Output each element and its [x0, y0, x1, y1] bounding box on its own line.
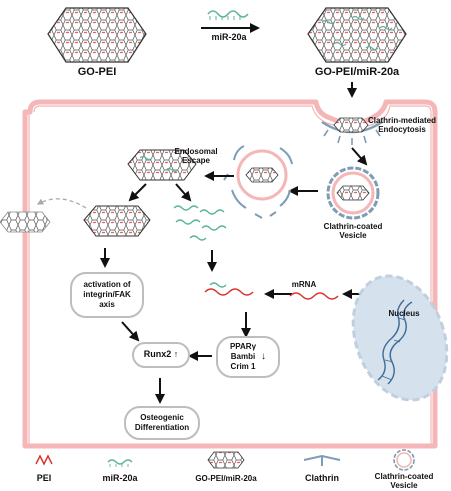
arrow-to-mir: [175, 183, 192, 202]
mir-20a-strand-top: [207, 10, 249, 20]
go-pei-released: [83, 205, 151, 237]
mir-20a-top-label: miR-20a: [211, 32, 247, 42]
legend-complex-label: GO-PEI/miR-20a: [195, 474, 257, 483]
go-pei-mir-complex-sheet: [307, 7, 407, 63]
clathrin-coated-vesicle: [326, 166, 380, 220]
mrna-bound: [204, 282, 254, 296]
targets-box: PPARγ Bambi Crim 1 ↓: [216, 336, 280, 378]
legend-complex-icon: [207, 451, 245, 469]
go-pei-label: GO-PEI: [77, 66, 117, 78]
legend-pei-icon: [35, 454, 53, 466]
endosome: [223, 145, 293, 219]
arrow-to-gopei: [128, 183, 147, 202]
osteogenic-box: Osteogenic Differentiation: [124, 406, 200, 440]
legend-clathrin-label: Clathrin: [304, 473, 340, 483]
legend-mir-label: miR-20a: [102, 473, 138, 483]
legend-vesicle-label: Clathrin-coated Vesicle: [374, 472, 434, 491]
clathrin-vesicle-label: Clathrin-coated Vesicle: [323, 222, 383, 241]
endosomal-escape-label: Endosomal Escape: [174, 147, 218, 166]
mrna-label: mRNA: [291, 280, 317, 289]
legend-mir-icon: [107, 459, 133, 467]
dashed-arrow-exit: [36, 198, 87, 209]
legend-clathrin-icon: [303, 454, 341, 466]
clathrin-endocytosis-label: Clathrin-mediated Endocytosis: [367, 116, 437, 135]
runx2-box: Runx2 ↑: [132, 342, 190, 368]
arrow-integrin-to-runx2: [121, 321, 140, 342]
integrin-fak-box: activation of integrin/FAK axis: [70, 272, 144, 318]
free-mir-20a: [173, 205, 227, 241]
complex-label: GO-PEI/miR-20a: [314, 66, 400, 78]
graphene-exit: [0, 211, 51, 233]
go-pei-sheet: [47, 7, 147, 63]
legend-vesicle-icon: [393, 449, 415, 471]
arrow-pit-to-vesicle: [351, 147, 368, 166]
legend-pei-label: PEI: [36, 473, 52, 483]
nucleus: [351, 274, 449, 402]
down-arrow-glyph: ↓: [261, 350, 267, 362]
nucleus-label: Nucleus: [388, 309, 420, 318]
clathrin-pit: [321, 117, 383, 145]
mrna-free: [289, 292, 339, 300]
released-complex: [127, 149, 197, 181]
